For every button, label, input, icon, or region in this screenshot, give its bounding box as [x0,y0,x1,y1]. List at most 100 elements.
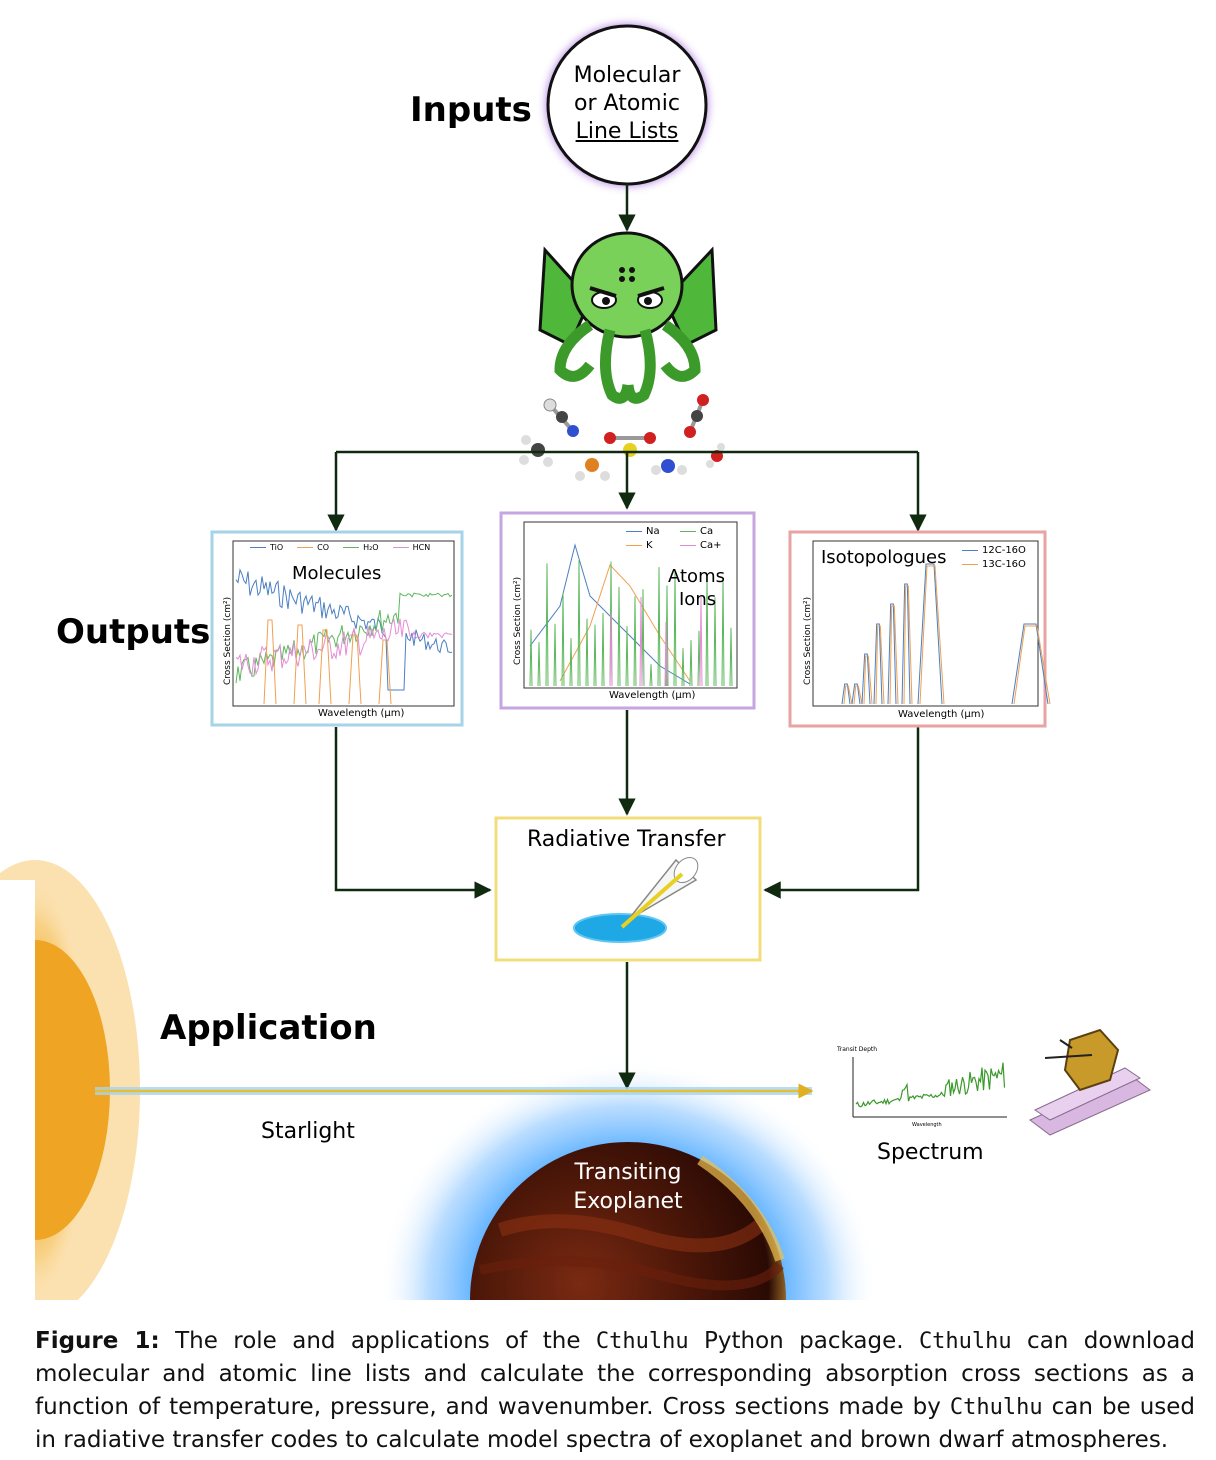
ca-line [593,624,597,687]
exoplanet-line-1: Transiting [574,1160,682,1185]
ca-line [673,570,677,687]
outputs-label: Outputs [56,612,211,652]
ca-line [529,629,533,687]
caption-package-1: Cthulhu [595,1329,689,1354]
legend-swatch [297,547,314,548]
application-label: Application [160,1008,377,1048]
c12-peak [873,623,883,705]
legend-swatch [250,547,266,548]
input-line-2: or Atomic [574,91,680,116]
atoms-xlabel: Wavelength (μm) [609,690,696,701]
isotopologues-title: Isotopologues [821,547,947,568]
ca-plus-line [639,597,643,687]
molecules-ylabel: Cross Section (cm²) [223,596,233,685]
hcn-series [235,618,453,676]
isotopologues-ylabel: Cross Section (cm²) [803,596,813,685]
ca-line [633,596,637,687]
ca-line [705,573,709,687]
ca-line [713,597,717,687]
isotopologues-panel [788,530,1051,728]
isotopologues-xlabel: Wavelength (μm) [898,709,985,720]
ca-line [697,630,701,687]
exoplanet [378,1060,878,1300]
legend-item: Ca [680,526,724,537]
cthulhu-mascot-icon [538,231,718,404]
ca-line [625,626,629,687]
c13-peak [875,625,885,705]
c13-peak [863,655,873,705]
ca-line [553,623,557,687]
legend-label: 13C-16O [982,559,1026,570]
c13-peak [1013,625,1051,705]
caption-label: Figure 1: [35,1328,160,1354]
legend-label: Ca [700,526,714,537]
legend-label: TiO [270,543,284,552]
figure-caption: Figure 1: The role and applications of t… [35,1325,1195,1457]
legend-item: 13C-16O [962,559,1026,570]
connector-arrows [327,184,927,1090]
ca-line [641,589,645,687]
ca-line [721,577,725,687]
legend-label: Ca+ [700,540,722,551]
spectrum-label: Spectrum [877,1140,984,1165]
c12-peak [841,683,851,705]
caption-package-3: Cthulhu [949,1395,1043,1420]
molecule-models-icon [519,394,725,481]
tio-series [235,568,453,691]
c12-peak [901,583,911,705]
legend-swatch [962,550,978,551]
ca-line [649,664,653,687]
legend-swatch [680,545,696,546]
legend-swatch [680,531,696,532]
legend-swatch [626,545,642,546]
starlight-label: Starlight [261,1119,355,1144]
ca-line [537,642,541,687]
legend-item: H₂O [343,543,379,552]
ca-plus-line [664,621,668,687]
c12-peak [917,563,943,705]
k-series [559,564,691,682]
legend-item: HCN [392,543,431,552]
ca-line [657,567,661,687]
ca-line [545,563,549,687]
molecules-panel [210,530,464,727]
legend-swatch [626,531,642,532]
legend-label: H₂O [363,543,379,552]
c13-peak [889,605,899,705]
exoplanet-line-2: Exoplanet [573,1189,683,1214]
caption-text-3: can download molecular and atomic line l… [35,1328,1195,1420]
ca-line [601,612,605,687]
spectrum-xlabel: Wavelength [912,1122,942,1128]
atoms-title-1: Atoms [668,566,725,587]
sun [0,860,145,1300]
inputs-label: Inputs [410,90,532,130]
co-band [318,629,332,705]
input-node-text: Molecular or Atomic Line Lists [548,62,706,146]
atoms-title-2: Ions [679,589,717,610]
molecules-xlabel: Wavelength (μm) [318,708,405,719]
molecules-title: Molecules [292,563,382,584]
caption-text-1: The role and applications of the [159,1328,596,1354]
ca-line [577,560,581,687]
input-line-1: Molecular [573,63,681,88]
h2o-series [235,592,453,684]
jwst-telescope-icon [1029,1028,1151,1136]
input-node [541,19,713,191]
ca-line [561,593,565,687]
c12-peak [1011,623,1049,705]
legend-item: Na [626,526,680,537]
spectrum-ylabel: Transit Depth [837,1046,878,1053]
legend-item: K [626,540,680,551]
legend-label: HCN [412,543,431,552]
c12-peak [861,653,871,705]
spectrum-series [855,1062,1006,1108]
legend-item: TiO [250,543,283,552]
legend-item: Ca+ [680,540,724,551]
atoms-ylabel: Cross Section (cm²) [513,576,523,665]
ca-line [681,648,685,687]
radiative-transfer-title: Radiative Transfer [527,827,726,852]
ca-line [585,618,589,687]
